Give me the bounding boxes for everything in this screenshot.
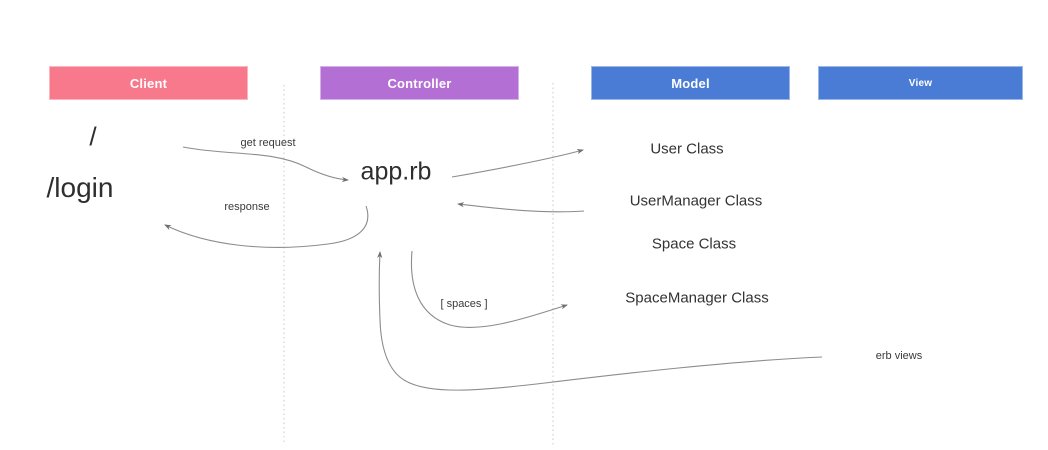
model-class-spacemanager: SpaceManager Class <box>625 289 769 307</box>
arrow-get-request <box>182 146 349 183</box>
arrow-apprb-to-userclass <box>451 149 584 178</box>
column-header-controller-label: Controller <box>387 75 452 91</box>
column-header-view-label: View <box>908 77 933 89</box>
column-header-client: Client <box>49 66 248 100</box>
flow-label-erb-views: erb views <box>875 350 923 362</box>
model-class-space: Space Class <box>651 235 737 253</box>
flow-label-spaces: [ spaces ] <box>440 298 488 310</box>
controller-file-apprb: app.rb <box>360 157 432 186</box>
column-header-client-label: Client <box>129 75 168 91</box>
flow-label-get-request: get request <box>240 137 296 149</box>
column-header-model-label: Model <box>671 75 710 91</box>
flow-label-response: response <box>224 201 270 213</box>
column-header-view: View <box>818 66 1023 100</box>
arrow-erb-views-to-apprb <box>377 251 823 391</box>
arrow-usermanager-to-apprb <box>457 202 585 213</box>
column-header-controller: Controller <box>320 66 519 100</box>
model-class-usermanager: UserManager Class <box>629 192 763 210</box>
client-route-root: / <box>89 121 97 152</box>
client-route-login: /login <box>46 172 114 203</box>
arrow-spaces <box>410 250 568 328</box>
model-class-user: User Class <box>650 140 724 158</box>
column-header-model: Model <box>591 66 790 100</box>
